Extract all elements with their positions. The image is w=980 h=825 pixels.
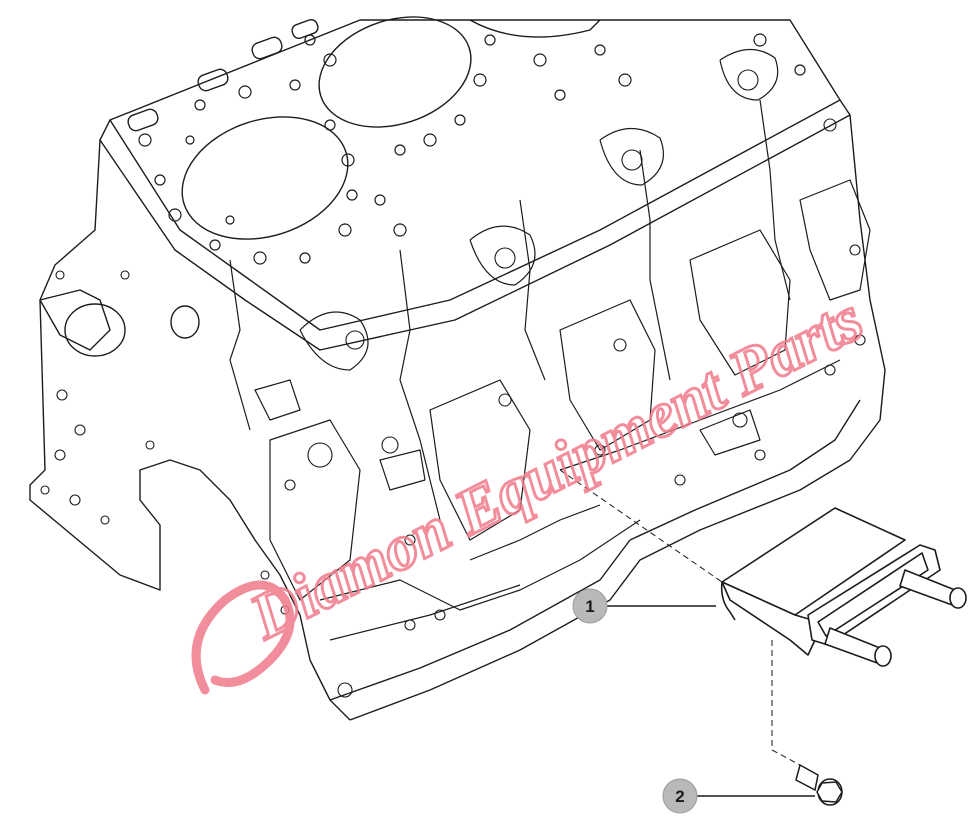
engine-mount-bracket bbox=[720, 507, 967, 667]
front-face-hole-large bbox=[64, 303, 126, 357]
callout-2-label: 2 bbox=[675, 787, 684, 806]
crankcase-rail bbox=[349, 114, 886, 721]
callout-2-bubble bbox=[662, 778, 698, 814]
block-side-ribs bbox=[229, 48, 871, 641]
front-face-holes bbox=[40, 270, 155, 525]
cylinder-bore-1 bbox=[181, 116, 349, 240]
engine-block bbox=[29, 16, 886, 721]
water-jacket-slots bbox=[127, 18, 319, 132]
crankcase-rail-inner bbox=[329, 399, 861, 701]
bolt-shank bbox=[795, 763, 819, 792]
callout-1-label: 1 bbox=[585, 597, 594, 616]
front-face-hole-small bbox=[170, 305, 200, 339]
bracket-studs bbox=[824, 569, 967, 667]
block-front-face bbox=[29, 139, 351, 721]
deck-holes bbox=[138, 33, 806, 265]
flange-bolt bbox=[795, 763, 843, 806]
block-side-holes bbox=[260, 69, 866, 698]
guide-line-bolt bbox=[771, 640, 801, 766]
cylinder-bore-3 bbox=[469, 19, 601, 38]
assembly-guide-lines bbox=[559, 469, 801, 766]
bracket-body bbox=[721, 581, 816, 656]
bracket-flange-inner bbox=[817, 552, 929, 637]
watermark-logo: Diamon Equipment Parts bbox=[191, 281, 875, 695]
block-deck-edge bbox=[99, 99, 851, 351]
bracket-edge bbox=[720, 581, 736, 621]
cylinder-bore-2 bbox=[318, 16, 472, 128]
front-face-boss bbox=[39, 289, 111, 351]
callout-2: 2 bbox=[662, 778, 815, 814]
watermark-swash bbox=[191, 580, 295, 695]
block-deck-surface bbox=[109, 19, 841, 331]
callout-1: 1 bbox=[572, 588, 716, 624]
callout-1-bubble bbox=[572, 588, 608, 624]
guide-line-bracket bbox=[559, 469, 723, 583]
bolt-head bbox=[816, 781, 843, 803]
